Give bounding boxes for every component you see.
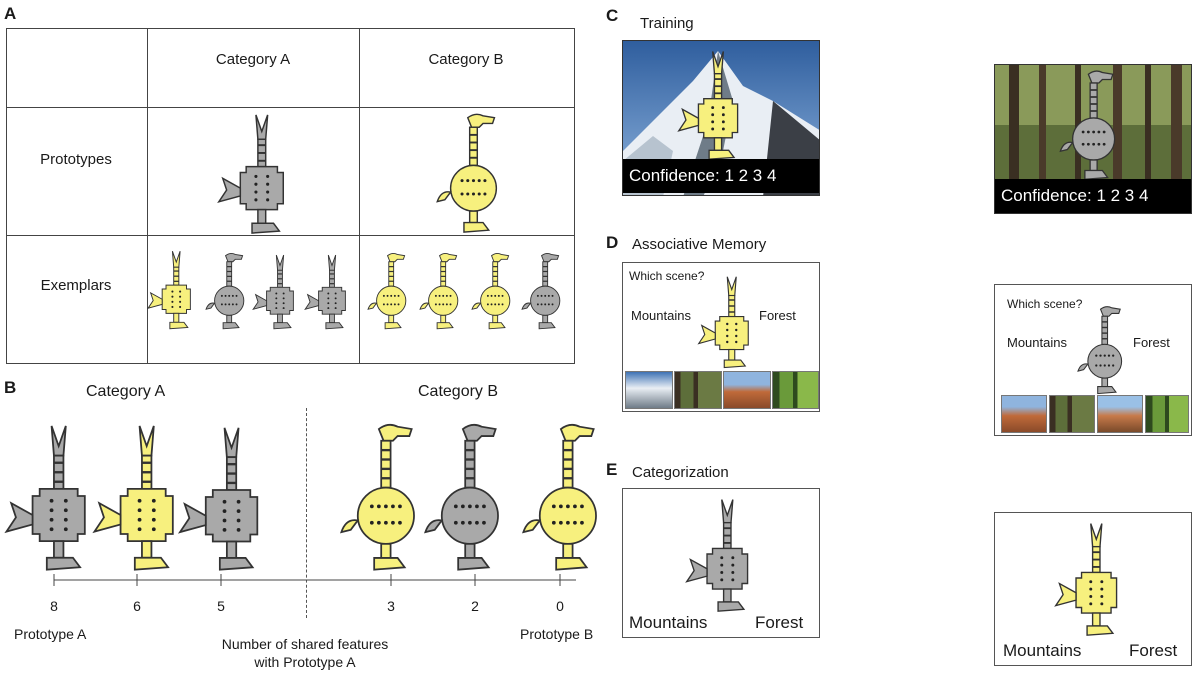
memory-screen-1: Which scene? Mountains Forest [622, 262, 820, 412]
exemplar-a1 [147, 250, 191, 330]
panel-a-table [6, 28, 575, 364]
training-screen-forest: Confidence: 1 2 3 4 [994, 64, 1192, 214]
option-mountains: Mountains [631, 308, 691, 323]
confidence-rating-1: Confidence: 1 2 3 4 [623, 159, 819, 193]
exemplar-b4 [521, 252, 561, 330]
axis-label-line2: with Prototype A [254, 654, 356, 670]
option-mountains: Mountains [629, 613, 708, 632]
option-mountains: Mountains [1003, 641, 1082, 660]
continuum-creature-0 [522, 423, 598, 571]
exemplar-b3 [471, 252, 511, 330]
option-forest: Forest [759, 308, 796, 323]
categorization-screen-fixation: + [808, 500, 1006, 656]
memory-screen-fixation: + [808, 272, 1006, 430]
prototype-b-creature [436, 113, 498, 234]
thumb-canyon [1001, 395, 1047, 433]
panel-b-category-a: Category A [86, 383, 166, 400]
exemplar-a3 [252, 254, 294, 330]
tick-label: 5 [217, 598, 225, 614]
continuum-creature-6 [93, 424, 174, 571]
continuum-creature-2 [424, 423, 500, 571]
thumb-forest [1049, 395, 1095, 433]
thumb-canyon [723, 371, 771, 409]
prototype-a-creature [217, 113, 285, 235]
option-forest: Forest [1129, 641, 1178, 660]
panel-e-letter: E [606, 460, 618, 479]
panel-b-category-b: Category B [418, 383, 499, 400]
thumb-mountain [625, 371, 673, 409]
confidence-rating-2: Confidence: 1 2 3 4 [995, 179, 1191, 213]
row-label-exemplars: Exemplars [40, 277, 112, 294]
question-text: Which scene? [629, 269, 705, 283]
categorization-screen-2: Mountains Forest [994, 512, 1192, 666]
training-screen-mountains: Confidence: 1 2 3 4 [622, 40, 820, 196]
training-screen-fixation: + [808, 48, 1006, 212]
panel-a-letter: A [4, 4, 17, 23]
tick-label: 0 [556, 598, 564, 614]
panel-c-title: Training [640, 15, 694, 32]
header-category-a: Category A [215, 51, 291, 68]
continuum-creature-5 [178, 426, 259, 571]
option-forest: Forest [1133, 335, 1170, 350]
panel-e-title: Categorization [632, 464, 729, 481]
exemplar-b1 [367, 252, 407, 330]
category-divider [306, 408, 307, 618]
exemplar-a2 [205, 252, 245, 330]
panel-b-letter: B [4, 378, 17, 397]
tick-label: 3 [387, 598, 395, 614]
thumb-green-forest [1145, 395, 1189, 433]
panel-d-letter: D [606, 233, 619, 252]
exemplar-b2 [419, 252, 459, 330]
continuum-creature-3 [340, 423, 416, 571]
tick-label: 8 [50, 598, 58, 614]
option-mountains: Mountains [1007, 335, 1067, 350]
question-text: Which scene? [1007, 297, 1083, 311]
axis-label-line1: Number of shared features [221, 636, 389, 652]
panel-c-letter: C [606, 6, 619, 25]
shared-features-axis [53, 574, 576, 586]
thumb-desert [1097, 395, 1143, 433]
fixation-cross: + [905, 345, 912, 357]
header-category-b: Category B [428, 51, 504, 68]
row-label-prototypes: Prototypes [40, 151, 112, 168]
categorization-screen-1: Mountains Forest [622, 488, 820, 638]
panel-d-title: Associative Memory [632, 236, 767, 253]
thumb-green-forest [772, 371, 819, 409]
prototype-b-label: Prototype B [520, 626, 594, 642]
tick-label: 2 [471, 598, 479, 614]
continuum-creature-8 [5, 424, 86, 571]
thumb-forest [674, 371, 722, 409]
fixation-cross: + [905, 141, 912, 153]
prototype-a-label: Prototype A [14, 626, 87, 642]
fixation-cross: + [905, 573, 912, 585]
memory-screen-2: Which scene? Mountains Forest [994, 284, 1192, 436]
option-forest: Forest [755, 613, 804, 632]
tick-label: 6 [133, 598, 141, 614]
exemplar-a4 [304, 254, 346, 330]
